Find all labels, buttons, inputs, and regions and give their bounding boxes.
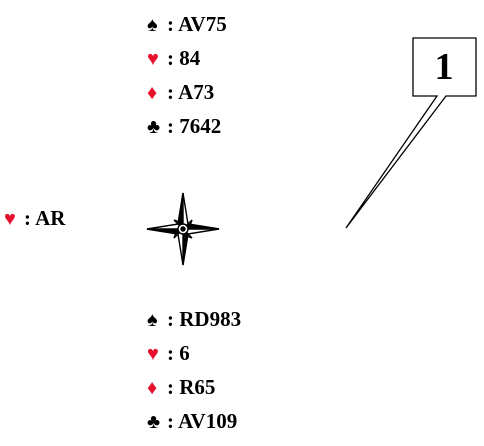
south-hearts-holding: : 6 <box>167 341 190 365</box>
spade-icon: ♠ <box>147 14 158 36</box>
south-diamonds-row: ♦ : R65 <box>147 370 241 404</box>
south-diamonds-holding: : R65 <box>167 375 216 399</box>
club-icon: ♣ <box>147 116 161 138</box>
diamond-icon: ♦ <box>147 377 158 399</box>
north-clubs-holding: : 7642 <box>167 114 222 138</box>
south-clubs-holding: : AV109 <box>167 409 238 433</box>
west-hearts-row: ♥ : AR <box>4 201 65 235</box>
callout-number: 1 <box>434 46 454 88</box>
south-hearts-row: ♥ : 6 <box>147 336 241 370</box>
north-spades-holding: : AV75 <box>167 12 227 36</box>
spade-icon: ♠ <box>147 309 158 331</box>
club-icon: ♣ <box>147 411 161 433</box>
west-hand: ♥ : AR <box>4 201 65 235</box>
diamond-icon: ♦ <box>147 82 158 104</box>
north-clubs-row: ♣ : 7642 <box>147 109 227 143</box>
south-spades-holding: : RD983 <box>167 307 242 331</box>
north-hearts-row: ♥ : 84 <box>147 41 227 75</box>
north-hearts-holding: : 84 <box>167 46 201 70</box>
north-hand: ♠ : AV75 ♥ : 84 ♦ : A73 ♣ : 7642 <box>147 7 227 143</box>
north-spades-row: ♠ : AV75 <box>147 7 227 41</box>
south-hand: ♠ : RD983 ♥ : 6 ♦ : R65 ♣ : AV109 <box>147 302 241 438</box>
south-clubs-row: ♣ : AV109 <box>147 404 241 438</box>
compass-rose-icon <box>146 192 220 266</box>
south-spades-row: ♠ : RD983 <box>147 302 241 336</box>
heart-icon: ♥ <box>4 208 16 230</box>
heart-icon: ♥ <box>147 48 159 70</box>
heart-icon: ♥ <box>147 343 159 365</box>
north-diamonds-row: ♦ : A73 <box>147 75 227 109</box>
west-hearts-holding: : AR <box>24 206 66 230</box>
north-diamonds-holding: : A73 <box>167 80 215 104</box>
